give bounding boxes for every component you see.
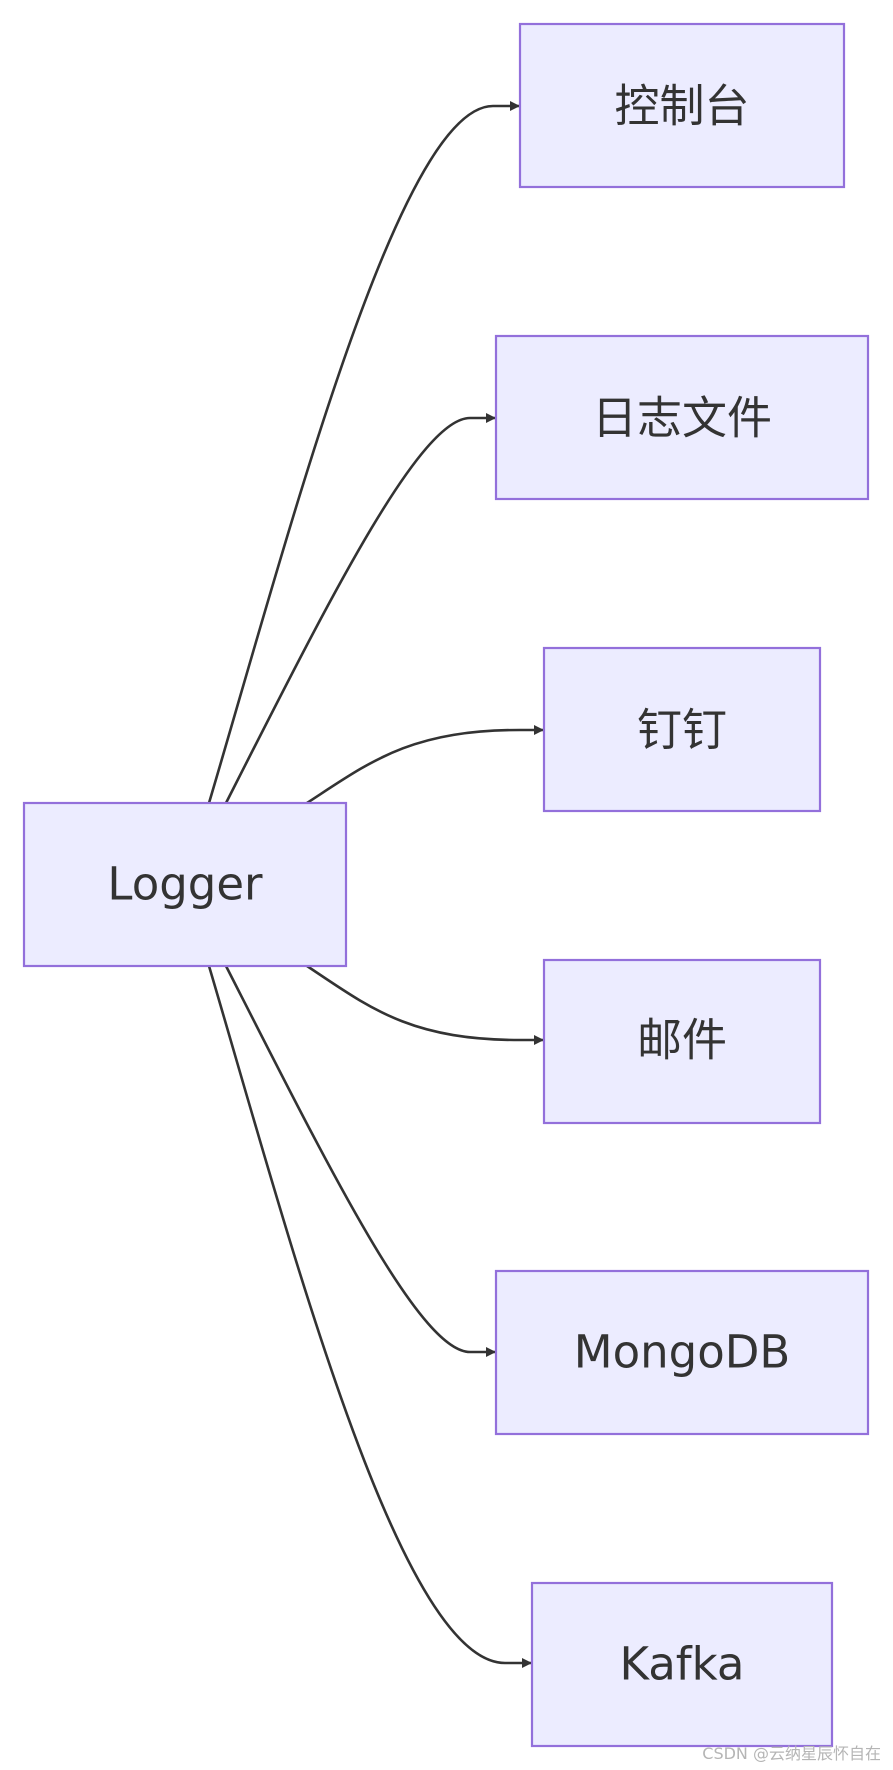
node-logger-box [22, 801, 348, 968]
node-kafka[interactable]: Kafka [530, 1581, 834, 1748]
node-email[interactable]: 邮件 [542, 958, 822, 1125]
edges [207, 101, 544, 1668]
edge-logger-to-dingtalk [306, 725, 544, 805]
edge-logger-to-kafka [207, 965, 532, 1668]
node-dingtalk-box [542, 646, 822, 813]
node-console[interactable]: 控制台 [518, 22, 846, 189]
edge-logger-to-log-file [224, 413, 496, 804]
node-mongodb-label: MongoDB [574, 1326, 791, 1379]
node-dingtalk-label: 钉钉 [637, 704, 727, 757]
node-kafka-label: Kafka [620, 1638, 745, 1691]
node-kafka-box [530, 1581, 834, 1748]
node-console-label: 控制台 [614, 80, 749, 133]
node-log-file-label: 日志文件 [592, 392, 772, 445]
node-dingtalk[interactable]: 钉钉 [542, 646, 822, 813]
node-mongodb-box [494, 1269, 870, 1436]
node-log-file-box [494, 334, 870, 501]
node-mongodb[interactable]: MongoDB [494, 1269, 870, 1436]
node-log-file[interactable]: 日志文件 [494, 334, 870, 501]
edge-logger-to-mongodb [224, 965, 496, 1357]
node-logger-label: Logger [107, 858, 263, 911]
csdn-watermark: CSDN @云纳星辰怀自在 [702, 1744, 881, 1763]
edge-logger-to-console [207, 101, 520, 804]
node-email-box [542, 958, 822, 1125]
node-console-box [518, 22, 846, 189]
node-email-label: 邮件 [637, 1014, 727, 1067]
node-logger[interactable]: Logger [22, 801, 348, 968]
edge-logger-to-email [306, 964, 544, 1045]
